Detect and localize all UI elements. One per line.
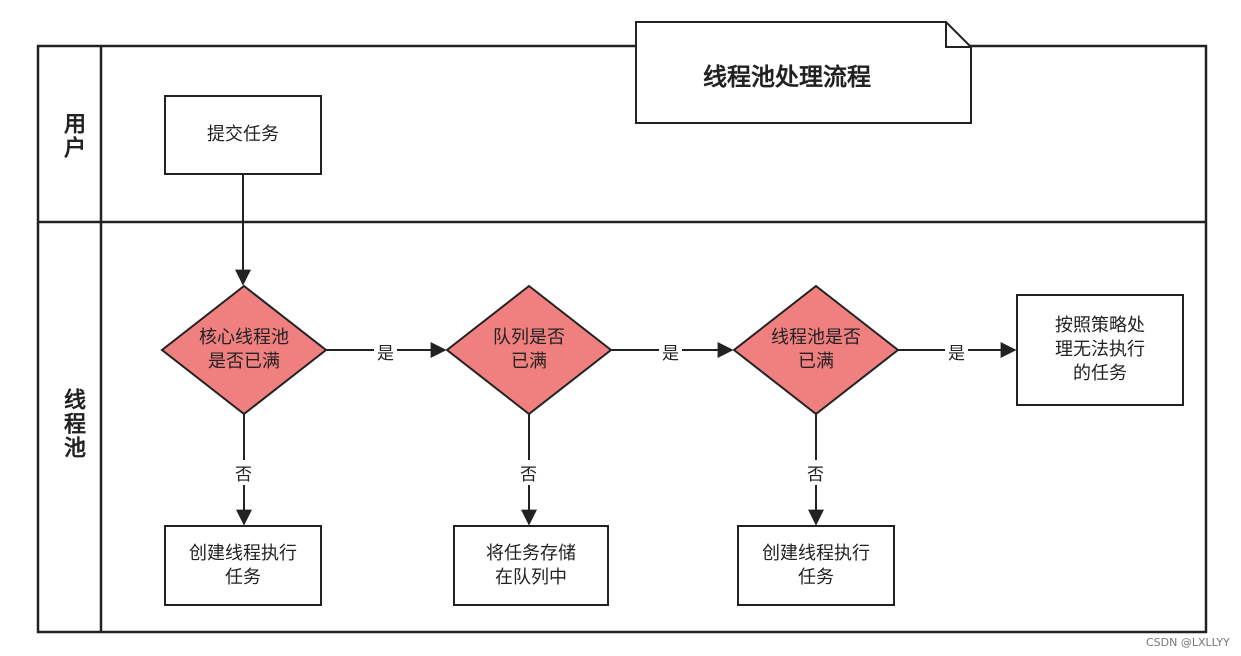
edge-label-yes-3: 是 — [945, 339, 968, 364]
node-create-core-thread-label: 创建线程执行 任务 — [189, 542, 297, 588]
edge-label-no-2: 否 — [517, 460, 540, 485]
node-store-in-queue: 将任务存储 在队列中 — [453, 525, 609, 606]
edge-label-no-3: 否 — [804, 460, 827, 485]
edge-label-yes-2: 是 — [659, 339, 682, 364]
swimlane-frame — [36, 44, 1208, 634]
lane-label-user: 用户 — [60, 112, 85, 160]
node-submit-task: 提交任务 — [164, 95, 322, 175]
node-create-core-thread: 创建线程执行 任务 — [164, 525, 322, 606]
node-reject-policy: 按照策略处 理无法执行 的任务 — [1016, 294, 1184, 406]
node-create-thread-label: 创建线程执行 任务 — [762, 542, 870, 588]
node-create-thread: 创建线程执行 任务 — [737, 525, 895, 606]
decision-core-full-label: 核心线程池 是否已满 — [199, 327, 289, 372]
title-note-shape — [635, 21, 972, 124]
edge-label-no-1: 否 — [232, 460, 255, 485]
node-store-in-queue-label: 将任务存储 在队列中 — [486, 542, 576, 588]
node-submit-task-label: 提交任务 — [207, 124, 279, 145]
edge-label-yes-1: 是 — [374, 339, 397, 364]
decision-queue-full-label: 队列是否 已满 — [493, 327, 565, 372]
watermark: CSDN @LXLLYY — [1146, 636, 1230, 649]
lane-label-threadpool: 线程池 — [60, 388, 85, 460]
node-reject-policy-label: 按照策略处 理无法执行 的任务 — [1055, 315, 1145, 384]
diagram-title: 线程池处理流程 — [703, 63, 871, 91]
title-note-fold — [945, 22, 971, 48]
decision-pool-full-label: 线程池是否 已满 — [771, 327, 861, 372]
